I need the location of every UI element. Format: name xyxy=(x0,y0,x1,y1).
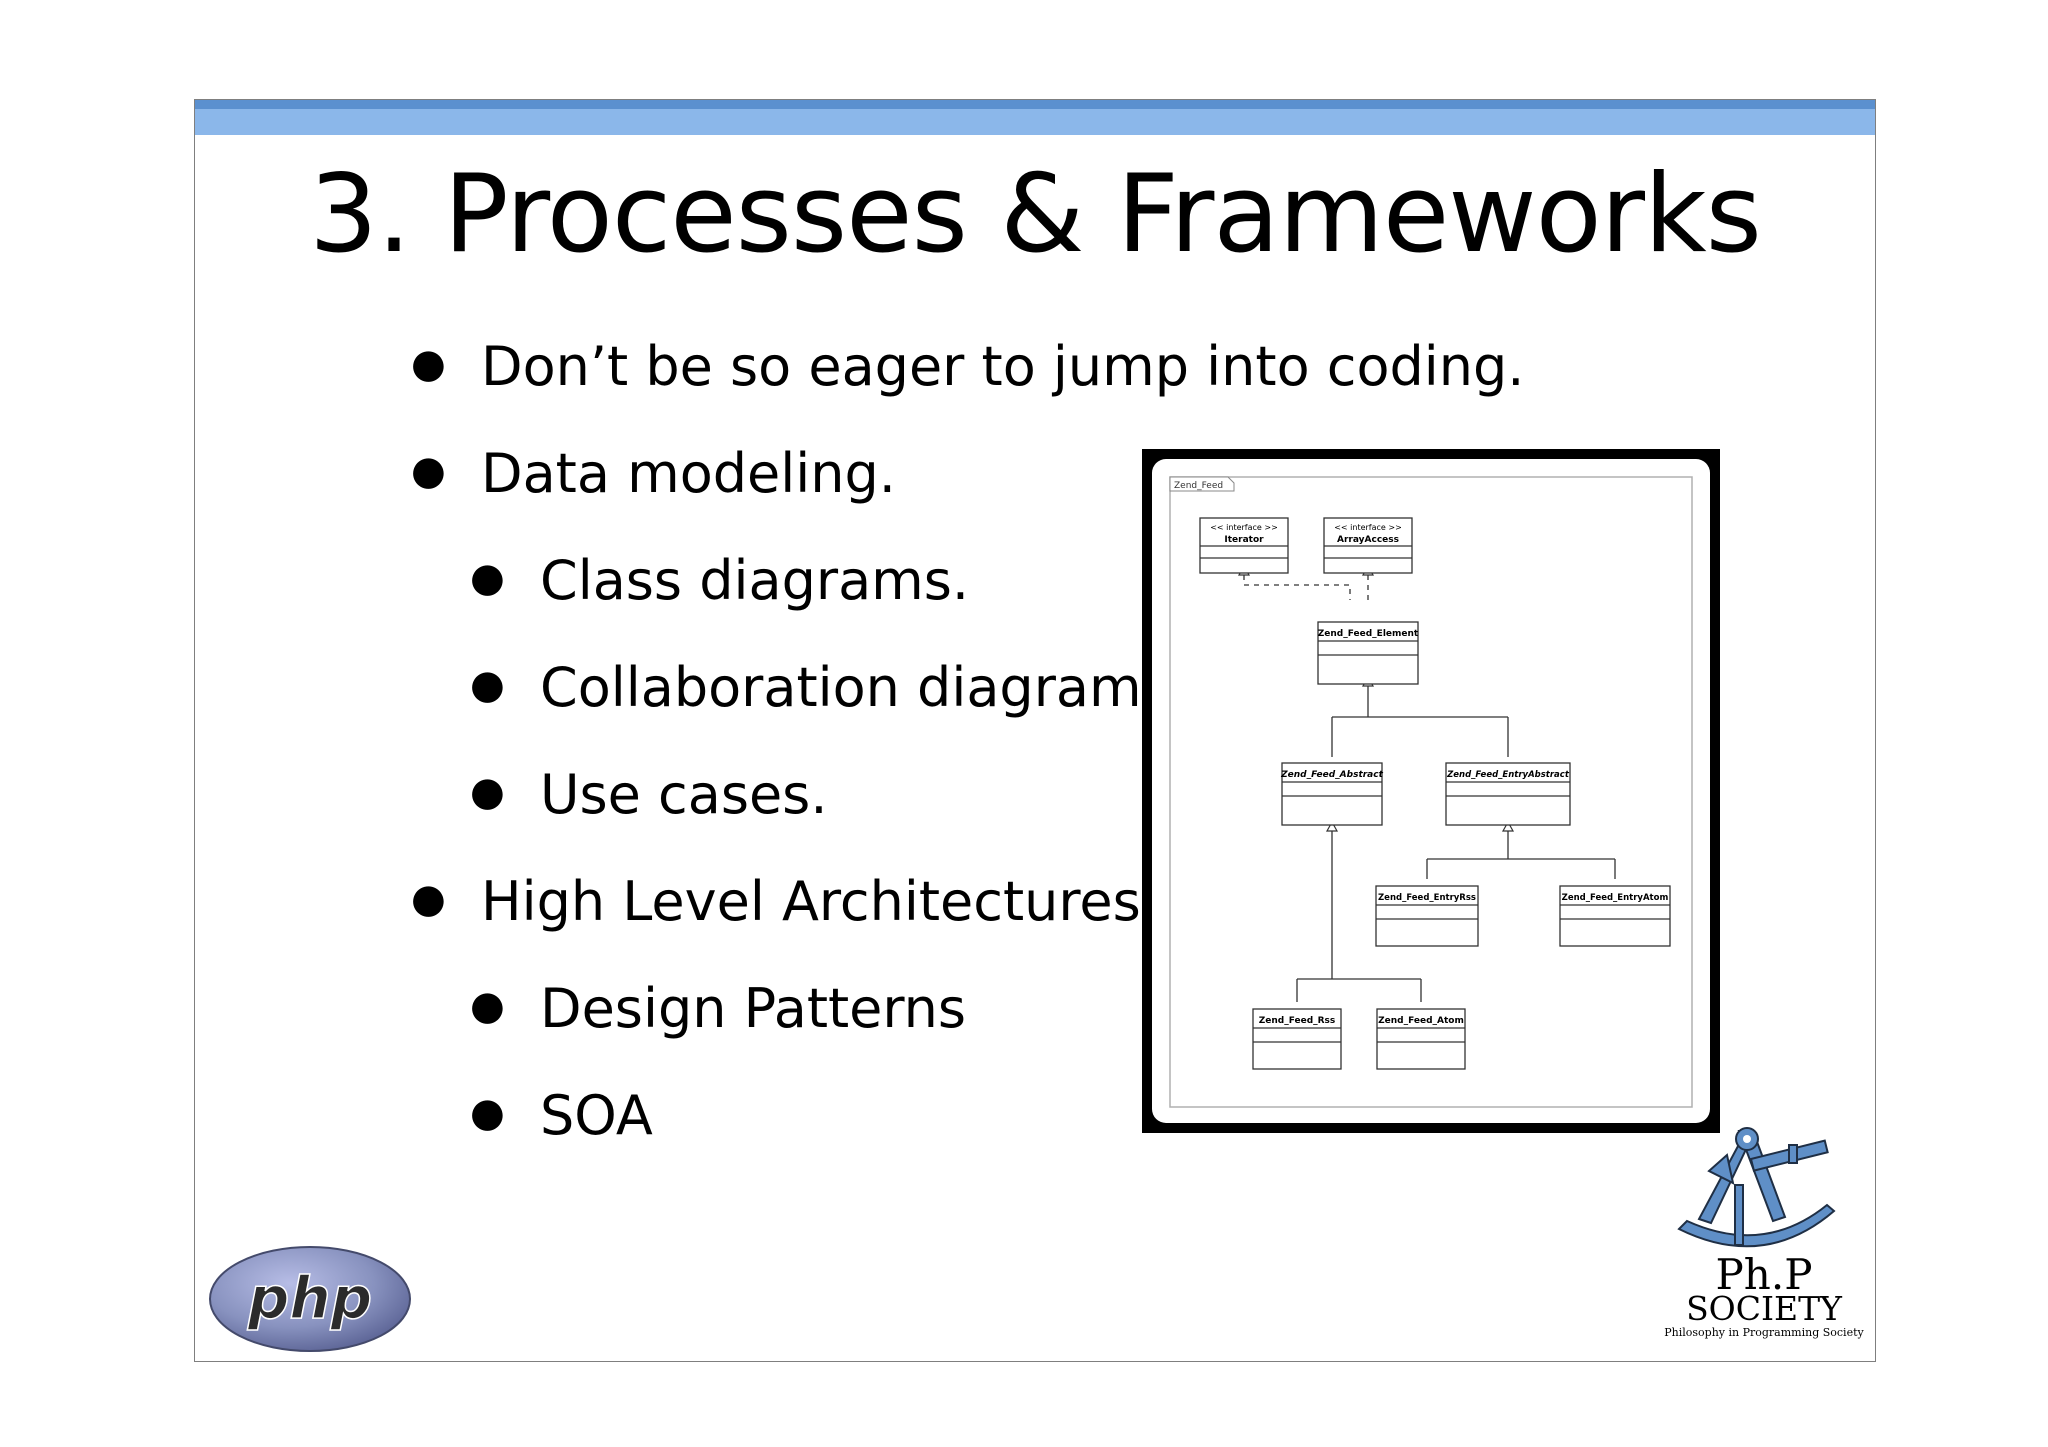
class-zend-feed-element: Zend_Feed_Element xyxy=(1318,629,1419,639)
php-society-logo: Ph.P SOCIETY Philosophy in Programming S… xyxy=(1664,1121,1869,1361)
class-zend-feed-entry-atom: Zend_Feed_EntryAtom xyxy=(1562,893,1669,903)
package-label: Zend_Feed xyxy=(1174,481,1223,491)
php-logo-icon: php xyxy=(209,1246,411,1352)
bullet-item: High Level Architectures xyxy=(411,875,1141,929)
php-logo-text: php xyxy=(247,1264,372,1332)
society-subtitle: SOCIETY xyxy=(1686,1289,1842,1328)
class-zend-feed-entry-rss: Zend_Feed_EntryRss xyxy=(1378,893,1476,903)
slide-accent-bar xyxy=(195,100,1875,135)
bullet-item: Data modeling. xyxy=(411,447,896,501)
class-diagram-canvas: Zend_Feed xyxy=(1152,459,1710,1123)
class-zend-feed-entry-abstract: Zend_Feed_EntryAbstract xyxy=(1446,770,1570,780)
class-zend-feed-atom: Zend_Feed_Atom xyxy=(1378,1016,1464,1026)
bullet-item: Don’t be so eager to jump into coding. xyxy=(411,340,1525,394)
society-tagline: Philosophy in Programming Society xyxy=(1664,1326,1864,1339)
php-logo: php xyxy=(207,1243,413,1359)
uml-class-diagram: Zend_Feed xyxy=(1169,476,1693,1108)
stereotype-label: << interface >> xyxy=(1334,523,1402,532)
sub-bullet-item: Class diagrams. xyxy=(470,554,969,608)
diagram-connectors xyxy=(1243,575,1616,1002)
sub-bullet-item: Collaboration diagram. xyxy=(470,661,1159,715)
class-zend-feed-rss: Zend_Feed_Rss xyxy=(1259,1016,1336,1026)
class-labels: << interface >> Iterator << interface >>… xyxy=(1210,523,1668,1026)
class-zend-feed-abstract: Zend_Feed_Abstract xyxy=(1280,770,1383,780)
sub-bullet-item: Use cases. xyxy=(470,768,828,822)
stereotype-label: << interface >> xyxy=(1210,523,1278,532)
class-array-access: ArrayAccess xyxy=(1337,535,1399,545)
package-tab xyxy=(1169,476,1235,492)
society-name: Ph.P xyxy=(1715,1250,1813,1299)
class-iterator: Iterator xyxy=(1224,535,1264,545)
package-frame xyxy=(1169,476,1693,1108)
slide: 3. Processes & Frameworks Don’t be so ea… xyxy=(194,99,1876,1362)
class-diagram-image: Zend_Feed xyxy=(1142,449,1720,1133)
sub-bullet-item: SOA xyxy=(470,1089,653,1143)
sub-bullet-item: Design Patterns xyxy=(470,982,966,1036)
sextant-icon xyxy=(1677,1127,1836,1248)
class-boxes xyxy=(1199,517,1671,1070)
slide-title: 3. Processes & Frameworks xyxy=(309,152,1762,277)
